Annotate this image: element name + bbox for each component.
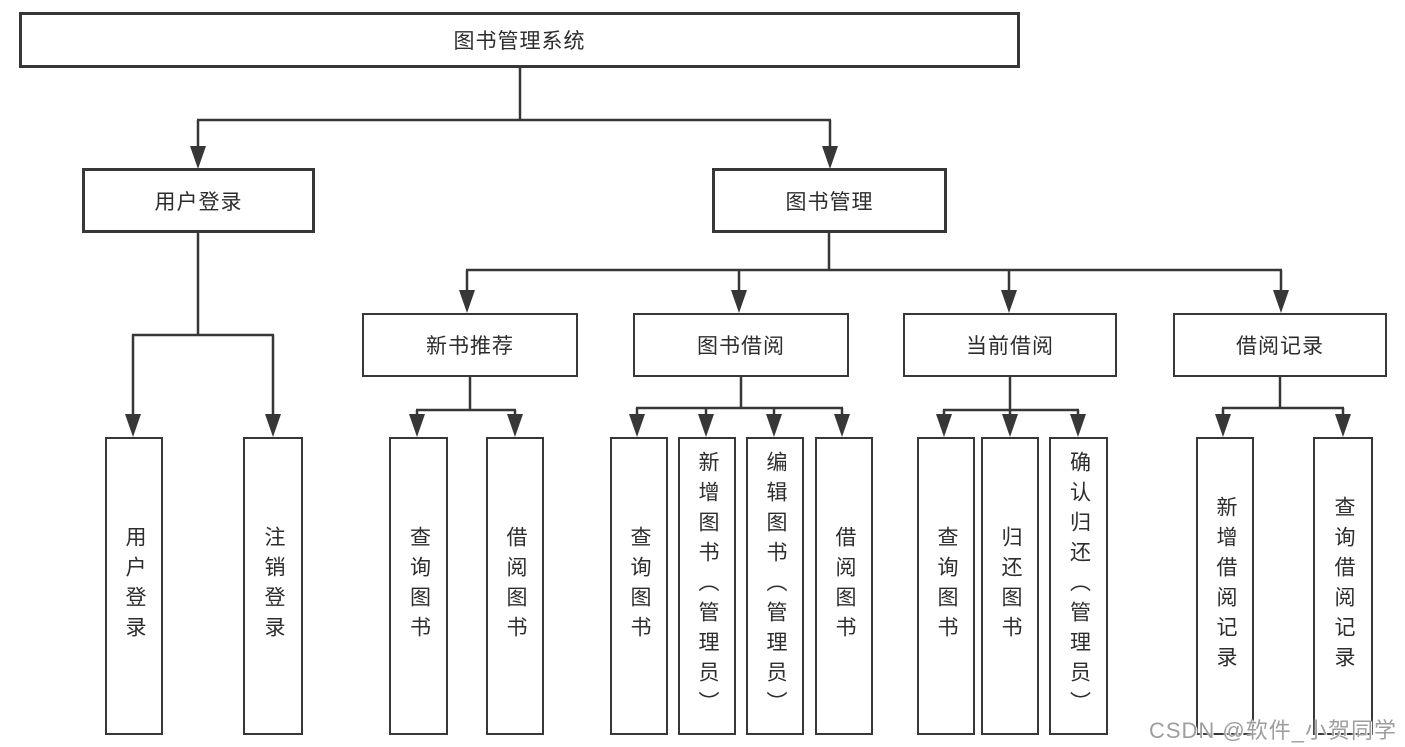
- arrow-down-icon: [190, 146, 206, 169]
- leaf-borrow-books-recommend: 借阅图书: [486, 437, 544, 735]
- arrow-down-icon: [698, 414, 714, 437]
- leaf-user-login: 用户登录: [105, 437, 163, 735]
- node-new-book-recommendation: 新书推荐: [362, 313, 578, 377]
- arrow-down-icon: [766, 414, 782, 437]
- arrow-down-icon: [1273, 290, 1289, 313]
- csdn-watermark: CSDN @软件_小贺同学: [1148, 718, 1397, 743]
- arrow-down-icon: [265, 414, 281, 437]
- connector-path: [131, 68, 1345, 418]
- leaf-borrow-books: 借阅图书: [815, 437, 873, 735]
- arrow-down-icon: [936, 414, 952, 437]
- leaf-return-book: 归还图书: [981, 437, 1039, 735]
- node-root: 图书管理系统: [19, 12, 1020, 68]
- node-user-login: 用户登录: [82, 168, 315, 233]
- leaf-edit-book-admin: 编辑图书（管理员）: [746, 437, 804, 735]
- arrow-down-icon: [125, 414, 141, 437]
- arrow-down-icon: [1002, 414, 1018, 437]
- arrow-down-icon: [822, 146, 838, 169]
- arrow-down-icon: [409, 414, 425, 437]
- node-book-borrowing: 图书借阅: [633, 313, 849, 377]
- node-book-management: 图书管理: [712, 168, 947, 233]
- node-borrowing-records: 借阅记录: [1173, 313, 1387, 377]
- arrow-down-icon: [834, 414, 850, 437]
- arrow-down-icon: [629, 414, 645, 437]
- leaf-add-book-admin: 新增图书（管理员）: [678, 437, 736, 735]
- leaf-query-books-current: 查询图书: [917, 437, 975, 735]
- leaf-query-books-recommend: 查询图书: [389, 437, 448, 735]
- arrow-down-icon: [459, 290, 475, 313]
- arrow-down-icon: [731, 290, 747, 313]
- leaf-add-borrow-record: 新增借阅记录: [1196, 437, 1254, 735]
- arrow-down-icon: [1070, 414, 1086, 437]
- arrow-down-icon: [507, 414, 523, 437]
- arrow-down-icon: [1001, 290, 1017, 313]
- node-current-borrowing: 当前借阅: [903, 313, 1117, 377]
- leaf-query-borrow-record: 查询借阅记录: [1313, 437, 1373, 735]
- leaf-query-books-borrow: 查询图书: [610, 437, 668, 735]
- arrow-down-icon: [1215, 414, 1231, 437]
- leaf-logout: 注销登录: [243, 437, 303, 735]
- arrow-down-icon: [1335, 414, 1351, 437]
- leaf-confirm-return-admin: 确认归还（管理员）: [1049, 437, 1108, 735]
